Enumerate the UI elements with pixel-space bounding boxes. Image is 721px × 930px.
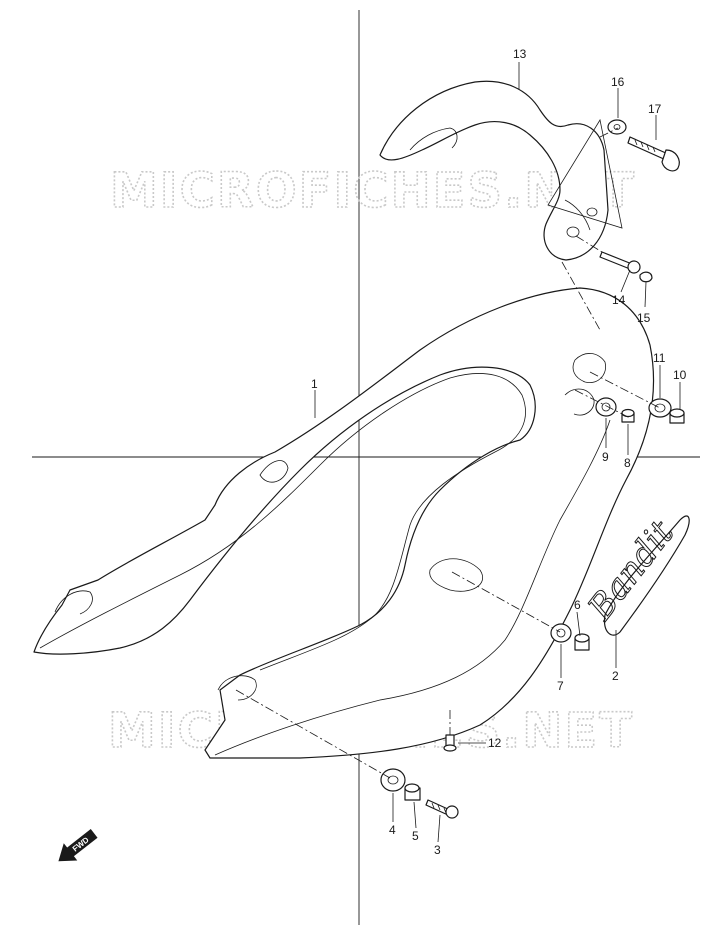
install-line-rear-upper — [589, 371, 661, 409]
part-grab-rail — [379, 80, 623, 261]
callout-16: 16 — [611, 75, 625, 89]
leader-lines — [314, 62, 681, 843]
fwd-arrow-icon: FWD — [58, 829, 98, 862]
part-grommet-9 — [595, 397, 617, 417]
callout-10: 10 — [673, 368, 687, 382]
callout-5: 5 — [412, 829, 419, 843]
part-collar-8 — [621, 408, 635, 423]
callout-14: 14 — [612, 293, 626, 307]
part-washer-16 — [607, 119, 627, 135]
part-grommet-7 — [550, 623, 572, 643]
part-bolt-17 — [627, 136, 680, 172]
part-collar-10 — [669, 408, 685, 424]
part-collar-5 — [404, 783, 421, 801]
callout-9: 9 — [602, 450, 609, 464]
callout-3: 3 — [434, 843, 441, 857]
callout-12: 12 — [488, 736, 502, 750]
callout-7: 7 — [557, 679, 564, 693]
install-line-front — [235, 689, 391, 779]
callout-11: 11 — [653, 351, 666, 365]
part-collar-6 — [574, 633, 590, 651]
callout-15: 15 — [637, 311, 651, 325]
watermark-top: MICROFICHES.NET — [110, 163, 636, 219]
part-bolt-3 — [425, 799, 459, 819]
callout-13: 13 — [513, 47, 527, 61]
callout-8: 8 — [624, 456, 631, 470]
part-cap-15 — [639, 271, 653, 283]
callout-17: 17 — [648, 102, 662, 116]
part-bolt-14 — [599, 251, 641, 274]
callout-6: 6 — [574, 598, 581, 612]
part-grommet-4 — [380, 768, 406, 792]
install-line-grab-rail — [561, 261, 601, 331]
install-line-bolt-14 — [575, 235, 603, 253]
part-rivet-12 — [443, 734, 457, 752]
callout-2: 2 — [612, 669, 619, 683]
install-line-mid — [451, 571, 561, 633]
install-line-bolt-17 — [599, 127, 619, 138]
part-grommet-11 — [648, 398, 672, 418]
callout-4: 4 — [389, 823, 396, 837]
callout-1: 1 — [311, 377, 318, 391]
install-line-rear-lower — [574, 389, 631, 419]
part-seat-tail-cover — [33, 287, 655, 759]
